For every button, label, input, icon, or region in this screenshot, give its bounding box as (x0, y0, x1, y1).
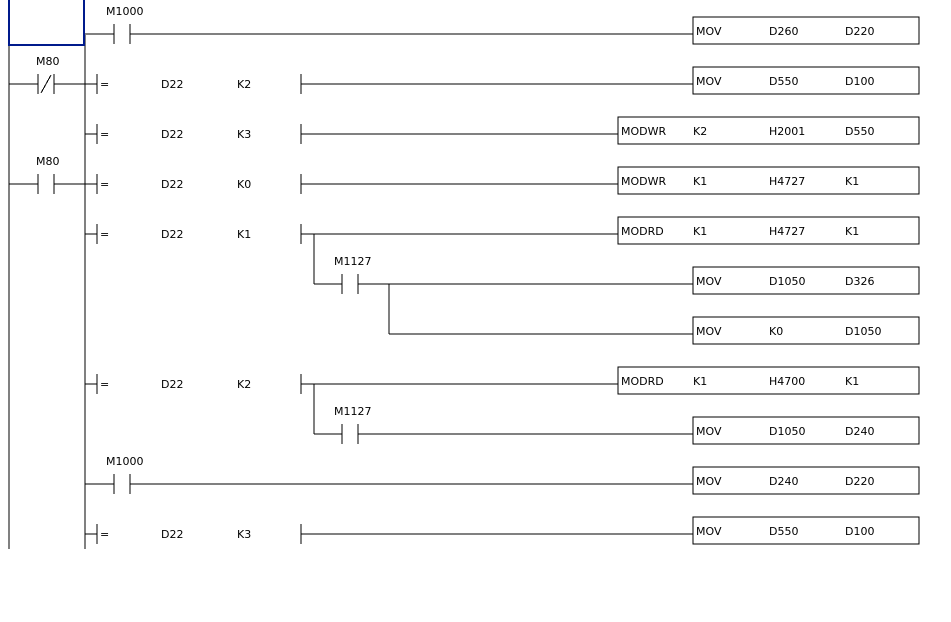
instruction-box (692, 316, 920, 345)
instruction-operand: D220 (845, 25, 874, 38)
instruction-box (617, 216, 920, 245)
instruction-operand: K0 (769, 325, 783, 338)
contact-device-label: M1127 (334, 255, 372, 268)
instruction-operand: K1 (845, 225, 859, 238)
instruction-box (692, 416, 920, 445)
compare-operand-b: K3 (237, 528, 251, 541)
instruction-mov[interactable]: MOV D260 D220 (692, 16, 920, 45)
compare-operand-a: D22 (161, 78, 183, 91)
compare-operand-a: D22 (161, 128, 183, 141)
compare-operand-b: K1 (237, 228, 251, 241)
compare-operand-a: D22 (161, 178, 183, 191)
instruction-mov[interactable]: MOV D1050 D326 (692, 266, 920, 295)
contact-m1127[interactable]: M1127 (334, 405, 372, 444)
instruction-operand: K1 (693, 225, 707, 238)
instruction-modwr[interactable]: MODWR K2 H2001 D550 (617, 116, 920, 145)
contact-m1000[interactable]: M1000 (106, 5, 144, 44)
compare-contact[interactable]: = D22 K2 (85, 74, 302, 94)
compare-operand-b: K0 (237, 178, 251, 191)
compare-operand-a: D22 (161, 228, 183, 241)
instruction-operand: H4727 (769, 225, 805, 238)
instruction-mov[interactable]: MOV D550 D100 (692, 66, 920, 95)
instruction-operand: H2001 (769, 125, 805, 138)
instruction-modwr[interactable]: MODWR K1 H4727 K1 (617, 166, 920, 195)
contact-m1127[interactable]: M1127 (334, 255, 372, 294)
contact-device-label: M1127 (334, 405, 372, 418)
instruction-operand: K1 (845, 175, 859, 188)
instruction-box (692, 516, 920, 545)
compare-operand-b: K2 (237, 78, 251, 91)
instruction-operand: D550 (769, 525, 798, 538)
compare-contact[interactable]: = D22 K2 (85, 374, 302, 394)
contact-device-label: M1000 (106, 5, 144, 18)
selection-cursor[interactable] (8, 0, 85, 46)
instruction-operand: D550 (769, 75, 798, 88)
instruction-operand: D220 (845, 475, 874, 488)
instruction-operand: D100 (845, 525, 874, 538)
instruction-operand: K2 (693, 125, 707, 138)
instruction-box (617, 116, 920, 145)
instruction-operand: K1 (693, 175, 707, 188)
compare-operator: = (100, 128, 109, 141)
instruction-modrd[interactable]: MODRD K1 H4727 K1 (617, 216, 920, 245)
instruction-mov[interactable]: MOV D550 D100 (692, 516, 920, 545)
contact-m1000[interactable]: M1000 (106, 455, 144, 494)
instruction-box (692, 66, 920, 95)
contact-m80[interactable]: M80 (36, 155, 60, 194)
contact-device-label: M1000 (106, 455, 144, 468)
instruction-mov[interactable]: MOV D240 D220 (692, 466, 920, 495)
instruction-opcode: MODWR (621, 125, 666, 138)
contact-m80-nc[interactable]: M80 (36, 55, 60, 94)
instruction-operand: D550 (845, 125, 874, 138)
compare-contact[interactable]: = D22 K3 (85, 524, 302, 544)
instruction-box (692, 466, 920, 495)
compare-operand-b: K3 (237, 128, 251, 141)
instruction-opcode: MOV (696, 425, 722, 438)
instruction-mov[interactable]: MOV D1050 D240 (692, 416, 920, 445)
contact-device-label: M80 (36, 155, 60, 168)
compare-operator: = (100, 178, 109, 191)
instruction-operand: D260 (769, 25, 798, 38)
instruction-opcode: MODWR (621, 175, 666, 188)
instruction-operand: D100 (845, 75, 874, 88)
instruction-operand: D1050 (845, 325, 881, 338)
instruction-box (692, 266, 920, 295)
instruction-opcode: MOV (696, 75, 722, 88)
instruction-opcode: MODRD (621, 375, 664, 388)
instruction-operand: D1050 (769, 275, 805, 288)
instruction-opcode: MOV (696, 525, 722, 538)
instruction-operand: H4727 (769, 175, 805, 188)
instruction-opcode: MOV (696, 25, 722, 38)
instruction-opcode: MOV (696, 275, 722, 288)
instruction-operand: D1050 (769, 425, 805, 438)
contact-bar (40, 74, 52, 94)
instruction-modrd[interactable]: MODRD K1 H4700 K1 (617, 366, 920, 395)
instruction-box (692, 16, 920, 45)
compare-operator: = (100, 528, 109, 541)
instruction-operand: D240 (845, 425, 874, 438)
compare-contact[interactable]: = D22 K0 (85, 174, 302, 194)
compare-contact[interactable]: = D22 K1 (85, 224, 302, 244)
compare-operator: = (100, 78, 109, 91)
instruction-mov[interactable]: MOV K0 D1050 (692, 316, 920, 345)
compare-operator: = (100, 228, 109, 241)
instruction-operand: H4700 (769, 375, 805, 388)
instruction-operand: D240 (769, 475, 798, 488)
compare-operator: = (100, 378, 109, 391)
compare-operand-a: D22 (161, 378, 183, 391)
instruction-opcode: MODRD (621, 225, 664, 238)
instruction-box (617, 166, 920, 195)
instruction-box (617, 366, 920, 395)
instruction-operand: K1 (693, 375, 707, 388)
compare-contact[interactable]: = D22 K3 (85, 124, 302, 144)
instruction-operand: K1 (845, 375, 859, 388)
compare-operand-b: K2 (237, 378, 251, 391)
instruction-opcode: MOV (696, 475, 722, 488)
compare-operand-a: D22 (161, 528, 183, 541)
instruction-opcode: MOV (696, 325, 722, 338)
contact-device-label: M80 (36, 55, 60, 68)
instruction-operand: D326 (845, 275, 874, 288)
